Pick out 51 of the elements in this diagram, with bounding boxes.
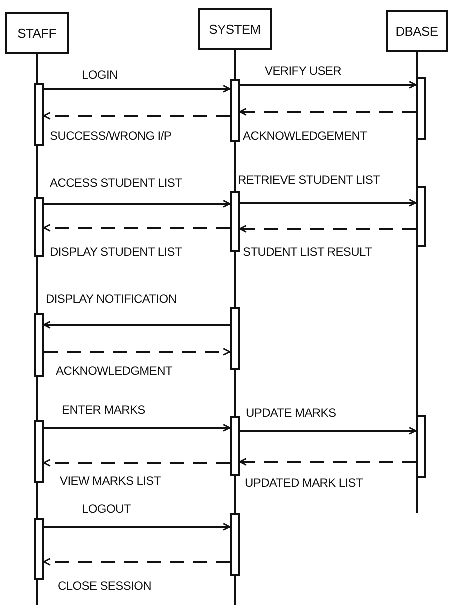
- activation-bar: [230, 191, 240, 252]
- message-label: RETRIEVE STUDENT LIST: [238, 173, 380, 187]
- message-arrow: [240, 427, 417, 435]
- message-arrow: [44, 85, 231, 93]
- activation-bar: [34, 313, 44, 377]
- activation-bar: [34, 83, 44, 146]
- activation-bar: [230, 416, 240, 476]
- lifeline-header-box: [386, 10, 448, 52]
- participant-name: STAFF: [18, 26, 56, 40]
- message-arrow: [44, 424, 231, 432]
- message-label: ACCESS STUDENT LIST: [50, 176, 182, 190]
- lifeline-header-box: [5, 12, 69, 54]
- message-label: DISPLAY NOTIFICATION: [46, 292, 177, 306]
- message-arrow: [44, 523, 231, 531]
- lifeline-header-box: [198, 8, 272, 50]
- message-arrow: [43, 112, 230, 120]
- message-arrow: [240, 81, 417, 89]
- message-label: VERIFY USER: [265, 64, 342, 78]
- activation-bar: [416, 77, 426, 140]
- message-arrow: [239, 108, 416, 116]
- activation-bar: [230, 307, 240, 370]
- activation-bar: [34, 420, 44, 483]
- message-arrow: [240, 199, 417, 207]
- message-arrow: [43, 558, 230, 566]
- activation-bar: [230, 513, 240, 576]
- message-label: ACKNOWLEDGEMENT: [243, 129, 368, 143]
- participant-name: SYSTEM: [209, 22, 261, 36]
- message-arrow: [43, 321, 230, 329]
- message-arrow: [43, 224, 230, 232]
- message-label: DISPLAY STUDENT LIST: [50, 245, 182, 259]
- message-label: ACKNOWLEDGMENT: [56, 364, 172, 378]
- message-label: UPDATE MARKS: [246, 406, 336, 420]
- message-arrow: [239, 458, 416, 466]
- activation-bar: [416, 415, 426, 478]
- message-label: CLOSE SESSION: [58, 579, 152, 593]
- message-arrow: [44, 348, 231, 356]
- activation-bar: [34, 518, 44, 580]
- activation-bar: [416, 186, 426, 247]
- message-label: ENTER MARKS: [62, 403, 146, 417]
- message-label: STUDENT LIST RESULT: [243, 245, 372, 259]
- message-arrow: [43, 459, 230, 467]
- message-label: UPDATED MARK LIST: [245, 476, 364, 490]
- message-label: VIEW MARKS LIST: [60, 474, 161, 488]
- participant-name: DBASE: [396, 24, 438, 38]
- message-arrow: [239, 225, 416, 233]
- message-label: LOGOUT: [82, 502, 131, 516]
- message-label: SUCCESS/WRONG I/P: [50, 129, 172, 143]
- message-arrow: [44, 200, 231, 208]
- activation-bar: [230, 79, 240, 142]
- activation-bar: [34, 197, 44, 257]
- message-label: LOGIN: [82, 68, 118, 82]
